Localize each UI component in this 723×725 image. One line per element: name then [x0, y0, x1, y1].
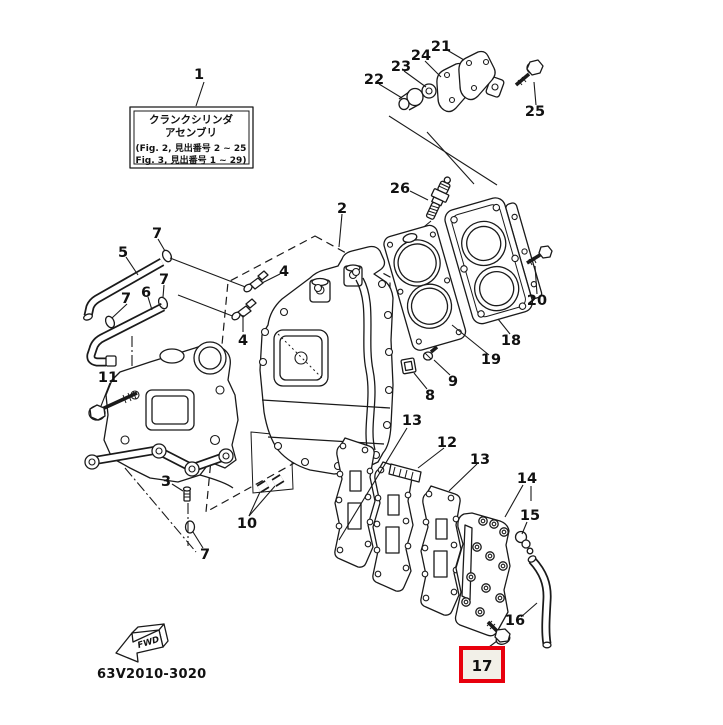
callout-1: 1	[194, 67, 204, 83]
callout-5: 5	[118, 245, 128, 261]
spark-plug-26	[425, 176, 451, 220]
note-box-line2: アセンブリ	[165, 126, 217, 139]
callout-15: 15	[520, 508, 540, 524]
nipple-fitting-4b	[231, 298, 257, 321]
highlight-box-17: 17	[459, 646, 505, 683]
callout-20: 20	[527, 293, 547, 309]
bushings-10	[256, 474, 285, 493]
callout-3: 3	[161, 474, 171, 490]
callout-6: 6	[141, 285, 151, 301]
callout-7-a: 7	[152, 226, 162, 242]
cover-bolt-25	[514, 59, 544, 87]
drain-hose-16	[527, 555, 552, 649]
cylinder-body	[258, 245, 394, 475]
exhaust-gasket-13b	[420, 485, 462, 616]
exhaust-inner-cover-12	[372, 461, 422, 592]
exhaust-gasket-13a	[334, 437, 376, 568]
callout-7-d: 7	[200, 547, 210, 563]
washer-23-hole	[425, 87, 433, 95]
note-box-line1: クランクシリンダ	[149, 113, 233, 126]
exhaust-outer-cover-14	[454, 512, 511, 637]
callout-7-b: 7	[159, 272, 169, 288]
breather-hose-5	[83, 258, 165, 321]
callout-19: 19	[481, 352, 501, 368]
fwd-arrow-icon: FWD	[115, 623, 169, 663]
thermo-plug-22	[398, 87, 424, 111]
callout-11: 11	[98, 370, 118, 386]
callout-8: 8	[425, 388, 435, 404]
cover-bolt-17	[486, 620, 511, 645]
callout-12: 12	[437, 435, 457, 451]
callout-4-a: 4	[279, 264, 289, 280]
callout-18: 18	[501, 333, 521, 349]
highlight-rect	[459, 646, 505, 683]
callout-22: 22	[364, 72, 384, 88]
leader-lines	[100, 49, 538, 648]
highlight-label: 17	[472, 657, 493, 675]
callout-2: 2	[337, 201, 347, 217]
callout-10: 10	[237, 516, 257, 532]
callout-24: 24	[411, 48, 431, 64]
callout-labels: 1 2 3 4 4 5 6 7 7 7 7 8 9 10 11 12 13 13…	[98, 39, 547, 629]
callout-7-c: 7	[121, 291, 131, 307]
callout-21: 21	[431, 39, 451, 55]
callout-9: 9	[448, 374, 458, 390]
callout-26: 26	[390, 181, 410, 197]
outlet-fitting-15	[514, 530, 534, 555]
head-gasket-19	[383, 224, 467, 351]
breather-hose-6	[86, 302, 166, 367]
cylinder-head-18	[444, 197, 543, 325]
callout-25: 25	[525, 104, 545, 120]
figure-code: 63V2010-3020	[97, 667, 207, 682]
note-box-line3: (Fig. 2, 見出番号 2 ~ 25	[136, 142, 247, 154]
callout-16: 16	[505, 613, 525, 629]
head-bolt-20	[526, 245, 553, 266]
anode-screw-9	[422, 345, 439, 361]
crankcase-half	[84, 341, 239, 489]
callout-23: 23	[391, 59, 411, 75]
crankcase-bolt-11	[88, 390, 138, 421]
note-box-line4: Fig. 3, 見出番号 1 ~ 29)	[136, 154, 247, 166]
callout-14: 14	[517, 471, 537, 487]
callout-13-b: 13	[470, 452, 490, 468]
thermo-cover-21	[458, 50, 505, 101]
anode-8	[400, 357, 417, 375]
stud-3	[182, 486, 192, 502]
callout-13-a: 13	[402, 413, 422, 429]
callout-4-b: 4	[238, 333, 248, 349]
note-box: クランクシリンダ アセンブリ (Fig. 2, 見出番号 2 ~ 25 Fig.…	[129, 106, 254, 169]
